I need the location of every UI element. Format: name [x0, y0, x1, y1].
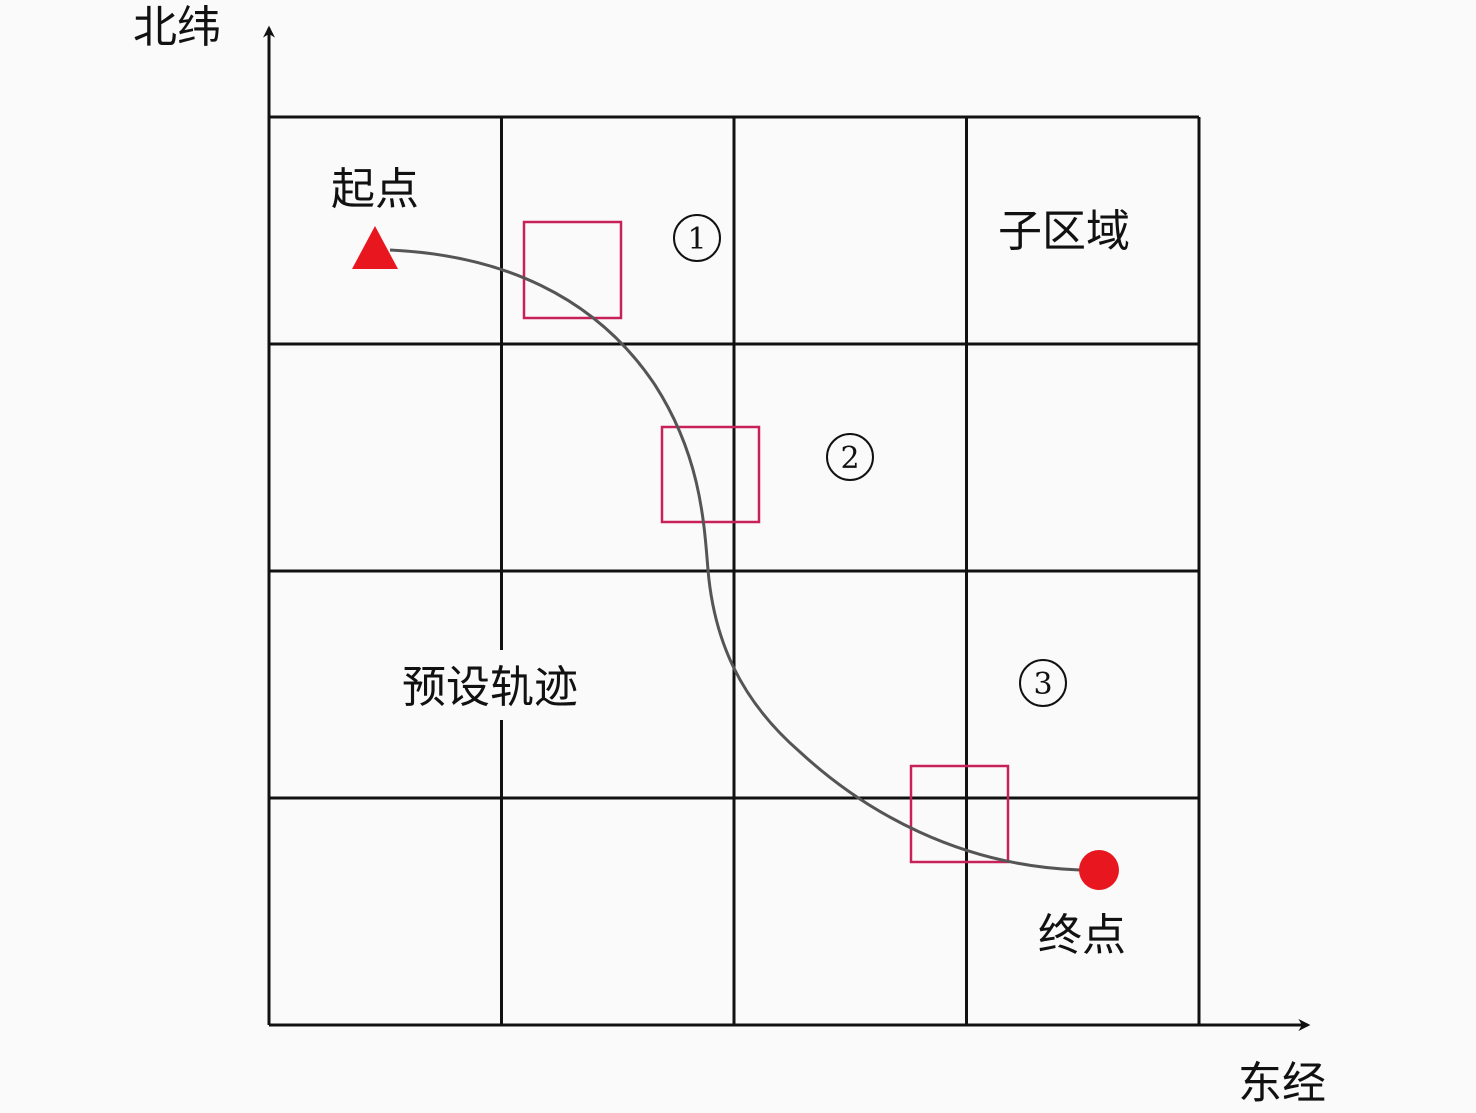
marker-3: 3	[1019, 659, 1067, 707]
checkpoint-box-2	[660, 425, 761, 524]
checkpoint-box-1	[522, 220, 623, 320]
preset-trajectory-curve	[389, 248, 1081, 872]
trajectory-label: 预设轨迹	[402, 662, 578, 713]
marker-2: 2	[826, 433, 874, 481]
start-point-triangle-icon	[352, 226, 398, 269]
subregion-label: 子区域	[998, 206, 1130, 257]
x-axis-label: 东经	[1238, 1058, 1326, 1109]
marker-3-number: 3	[1033, 667, 1052, 702]
end-label: 终点	[1038, 910, 1126, 961]
marker-1-number: 1	[687, 222, 706, 257]
y-axis-label: 北纬	[133, 2, 221, 53]
marker-1: 1	[673, 214, 721, 262]
start-label: 起点	[331, 164, 419, 215]
end-point-circle-icon	[1079, 850, 1119, 890]
marker-2-number: 2	[840, 441, 859, 476]
trajectory-label-bg	[398, 650, 610, 720]
checkpoint-box-3	[909, 764, 1010, 864]
